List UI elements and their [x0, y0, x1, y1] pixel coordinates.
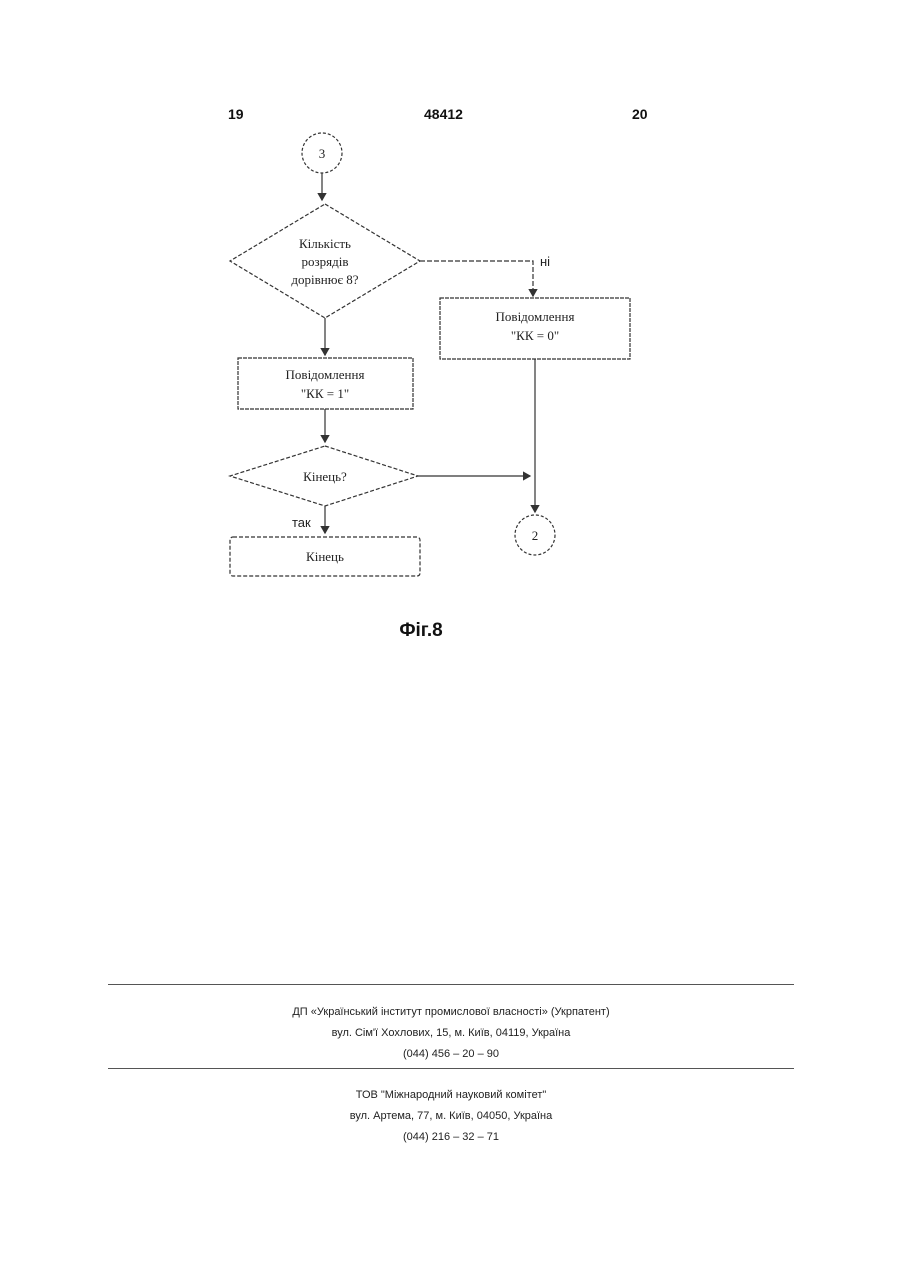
footer-org-1-phone: (044) 456 – 20 – 90 — [108, 1044, 794, 1065]
footer-org-1-address: вул. Сім'ї Хохлових, 15, м. Київ, 04119,… — [108, 1023, 794, 1044]
yes-label: так — [292, 515, 311, 530]
message-kk0-line-1: Повідомлення — [496, 309, 575, 324]
footer-rule-top — [108, 984, 794, 985]
no-label: ні — [540, 254, 550, 269]
message-kk0-line-2: "КК = 0" — [511, 328, 559, 343]
decision-1-line-2: розрядів — [302, 254, 349, 269]
footer-org-2-phone: (044) 216 – 32 – 71 — [108, 1127, 794, 1148]
flowchart-figure: 3 Кількість розрядів дорівнює 8? ні Пові… — [0, 0, 900, 600]
message-kk1-line-2: "КК = 1" — [301, 386, 349, 401]
footer-org-2: ТОВ "Міжнародний науковий комітет" вул. … — [108, 1085, 794, 1148]
decision-2-label: Кінець? — [303, 469, 347, 484]
message-kk1-box — [238, 358, 413, 409]
footer-org-2-address: вул. Артема, 77, м. Київ, 04050, Україна — [108, 1106, 794, 1127]
footer-org-1: ДП «Український інститут промислової вла… — [108, 1002, 794, 1065]
footer-rule-middle — [108, 1068, 794, 1069]
end-box-label: Кінець — [306, 549, 344, 564]
connector-in-label: 3 — [319, 146, 326, 161]
message-kk1-line-1: Повідомлення — [286, 367, 365, 382]
connector-out-label: 2 — [532, 528, 539, 543]
footer-org-1-name: ДП «Український інститут промислової вла… — [108, 1002, 794, 1023]
figure-caption: Фіг.8 — [0, 620, 842, 642]
decision-1-line-1: Кількість — [299, 236, 351, 251]
decision-1-line-3: дорівнює 8? — [291, 272, 358, 287]
edge-no-branch — [420, 261, 533, 296]
footer-org-2-name: ТОВ "Міжнародний науковий комітет" — [108, 1085, 794, 1106]
